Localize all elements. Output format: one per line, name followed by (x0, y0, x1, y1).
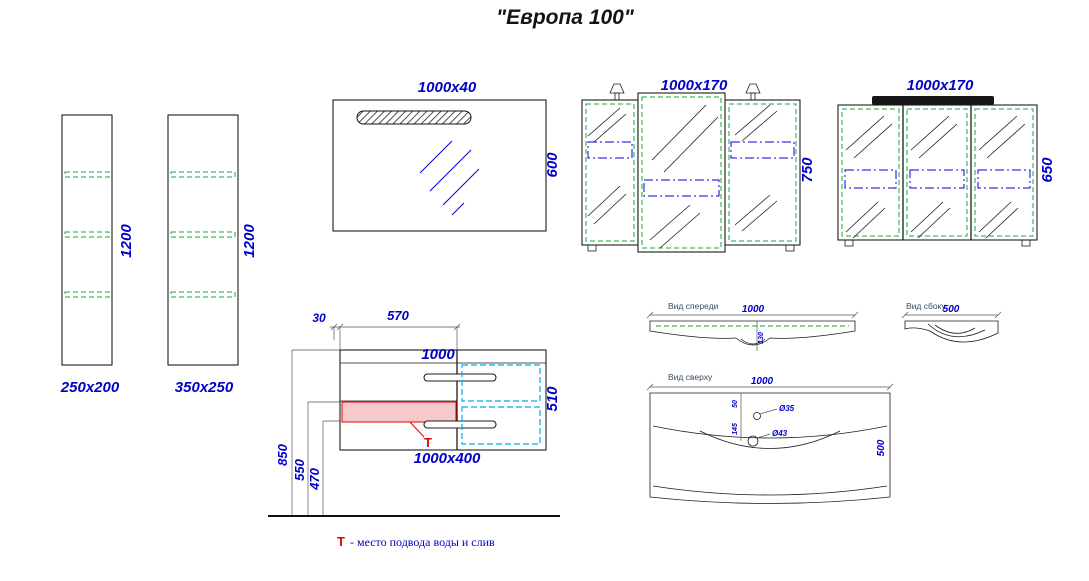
dim-drain-hole: Ø43 (772, 429, 788, 438)
mirror-cabinet-650 (837, 96, 1038, 247)
lamp-icon (745, 83, 761, 101)
mirror-gleam-line (442, 168, 480, 206)
dim-mc750-size: 1000x170 (661, 77, 728, 94)
tall-cabinet-2 (167, 114, 239, 366)
door-shelf-dashed (461, 406, 541, 445)
water-supply-zone (341, 401, 457, 423)
mirror-with-light (332, 99, 547, 232)
shelf-dashed (170, 171, 236, 178)
dim-sink-side-width: 500 (943, 304, 960, 315)
legend-text: - место подвода воды и слив (350, 535, 495, 549)
dim-vanity-height: 510 (544, 386, 561, 412)
dim-vanity-850: 850 (275, 443, 290, 465)
foot (1021, 239, 1031, 247)
dim-mirror-height: 600 (544, 152, 561, 178)
drain-hole (747, 435, 759, 447)
light-fixture-icon (872, 96, 994, 105)
panel-dashdot (587, 141, 633, 159)
dim-vanity-size: 1000x400 (414, 450, 481, 467)
legend: Т - место подвода воды и слив (337, 534, 495, 549)
dim-mc650-size: 1000x170 (907, 77, 974, 94)
panel-dashdot (844, 169, 897, 189)
dim-vanity-drawer-width: 570 (387, 308, 409, 323)
vanity-cabinet (268, 323, 560, 517)
foot (785, 244, 795, 252)
marker-leader (409, 421, 425, 438)
foot (844, 239, 854, 247)
dim-tall1-size: 250x200 (60, 379, 120, 396)
front-view-label: Вид спереди (668, 301, 719, 311)
mirror-gleam-line (419, 140, 453, 174)
shelf-dashed (170, 231, 236, 238)
panel-dashdot (643, 179, 720, 197)
sink-side-view (901, 311, 1002, 343)
dim-tall2-size: 350x250 (175, 379, 234, 396)
dim-mirror-size: 1000x40 (418, 79, 477, 96)
vanity-marker-t: Т (424, 435, 432, 450)
panel-dashdot (909, 169, 965, 189)
legend-marker-t: Т (337, 534, 345, 549)
sink-top-view (646, 383, 894, 504)
dim-mc650-height: 650 (1039, 157, 1056, 183)
dim-sink-145: 145 (732, 423, 739, 435)
mirror-gleam-line (429, 149, 472, 192)
dim-vanity-width: 1000 (421, 346, 455, 363)
mirror-cabinet-750 (581, 83, 801, 253)
dim-tall2-height: 1200 (241, 224, 258, 258)
light-strip-icon (356, 110, 472, 125)
top-view-label: Вид сверху (668, 372, 713, 382)
shelf-dashed (170, 291, 236, 298)
dim-sink-front-depth: 130 (758, 332, 765, 344)
dim-sink-top-width: 1000 (751, 376, 774, 387)
panel-dashdot (977, 169, 1031, 189)
dim-vanity-550: 550 (292, 458, 307, 480)
dim-sink-top-depth: 500 (876, 439, 887, 456)
dim-vanity-offset: 30 (312, 311, 326, 325)
page-title: "Европа 100" (496, 6, 635, 29)
dim-mc750-height: 750 (799, 157, 816, 183)
sink-front-view (646, 311, 859, 351)
foot (587, 244, 597, 252)
drawer-handle (423, 420, 497, 429)
dim-sink-50: 50 (732, 400, 739, 408)
dim-tall1-height: 1200 (118, 224, 135, 258)
mirror-gleam-line (451, 202, 465, 216)
drawer-handle (423, 373, 497, 382)
side-view-label: Вид сбоку (906, 301, 946, 311)
faucet-hole (753, 412, 761, 420)
tall-cabinet-1 (61, 114, 113, 366)
door-shelf-dashed (461, 364, 541, 402)
dim-vanity-470: 470 (307, 467, 322, 490)
dim-faucet-hole: Ø35 (779, 404, 795, 413)
lamp-icon (609, 83, 625, 101)
panel-dashdot (730, 141, 795, 159)
dim-sink-front-width: 1000 (742, 304, 765, 315)
